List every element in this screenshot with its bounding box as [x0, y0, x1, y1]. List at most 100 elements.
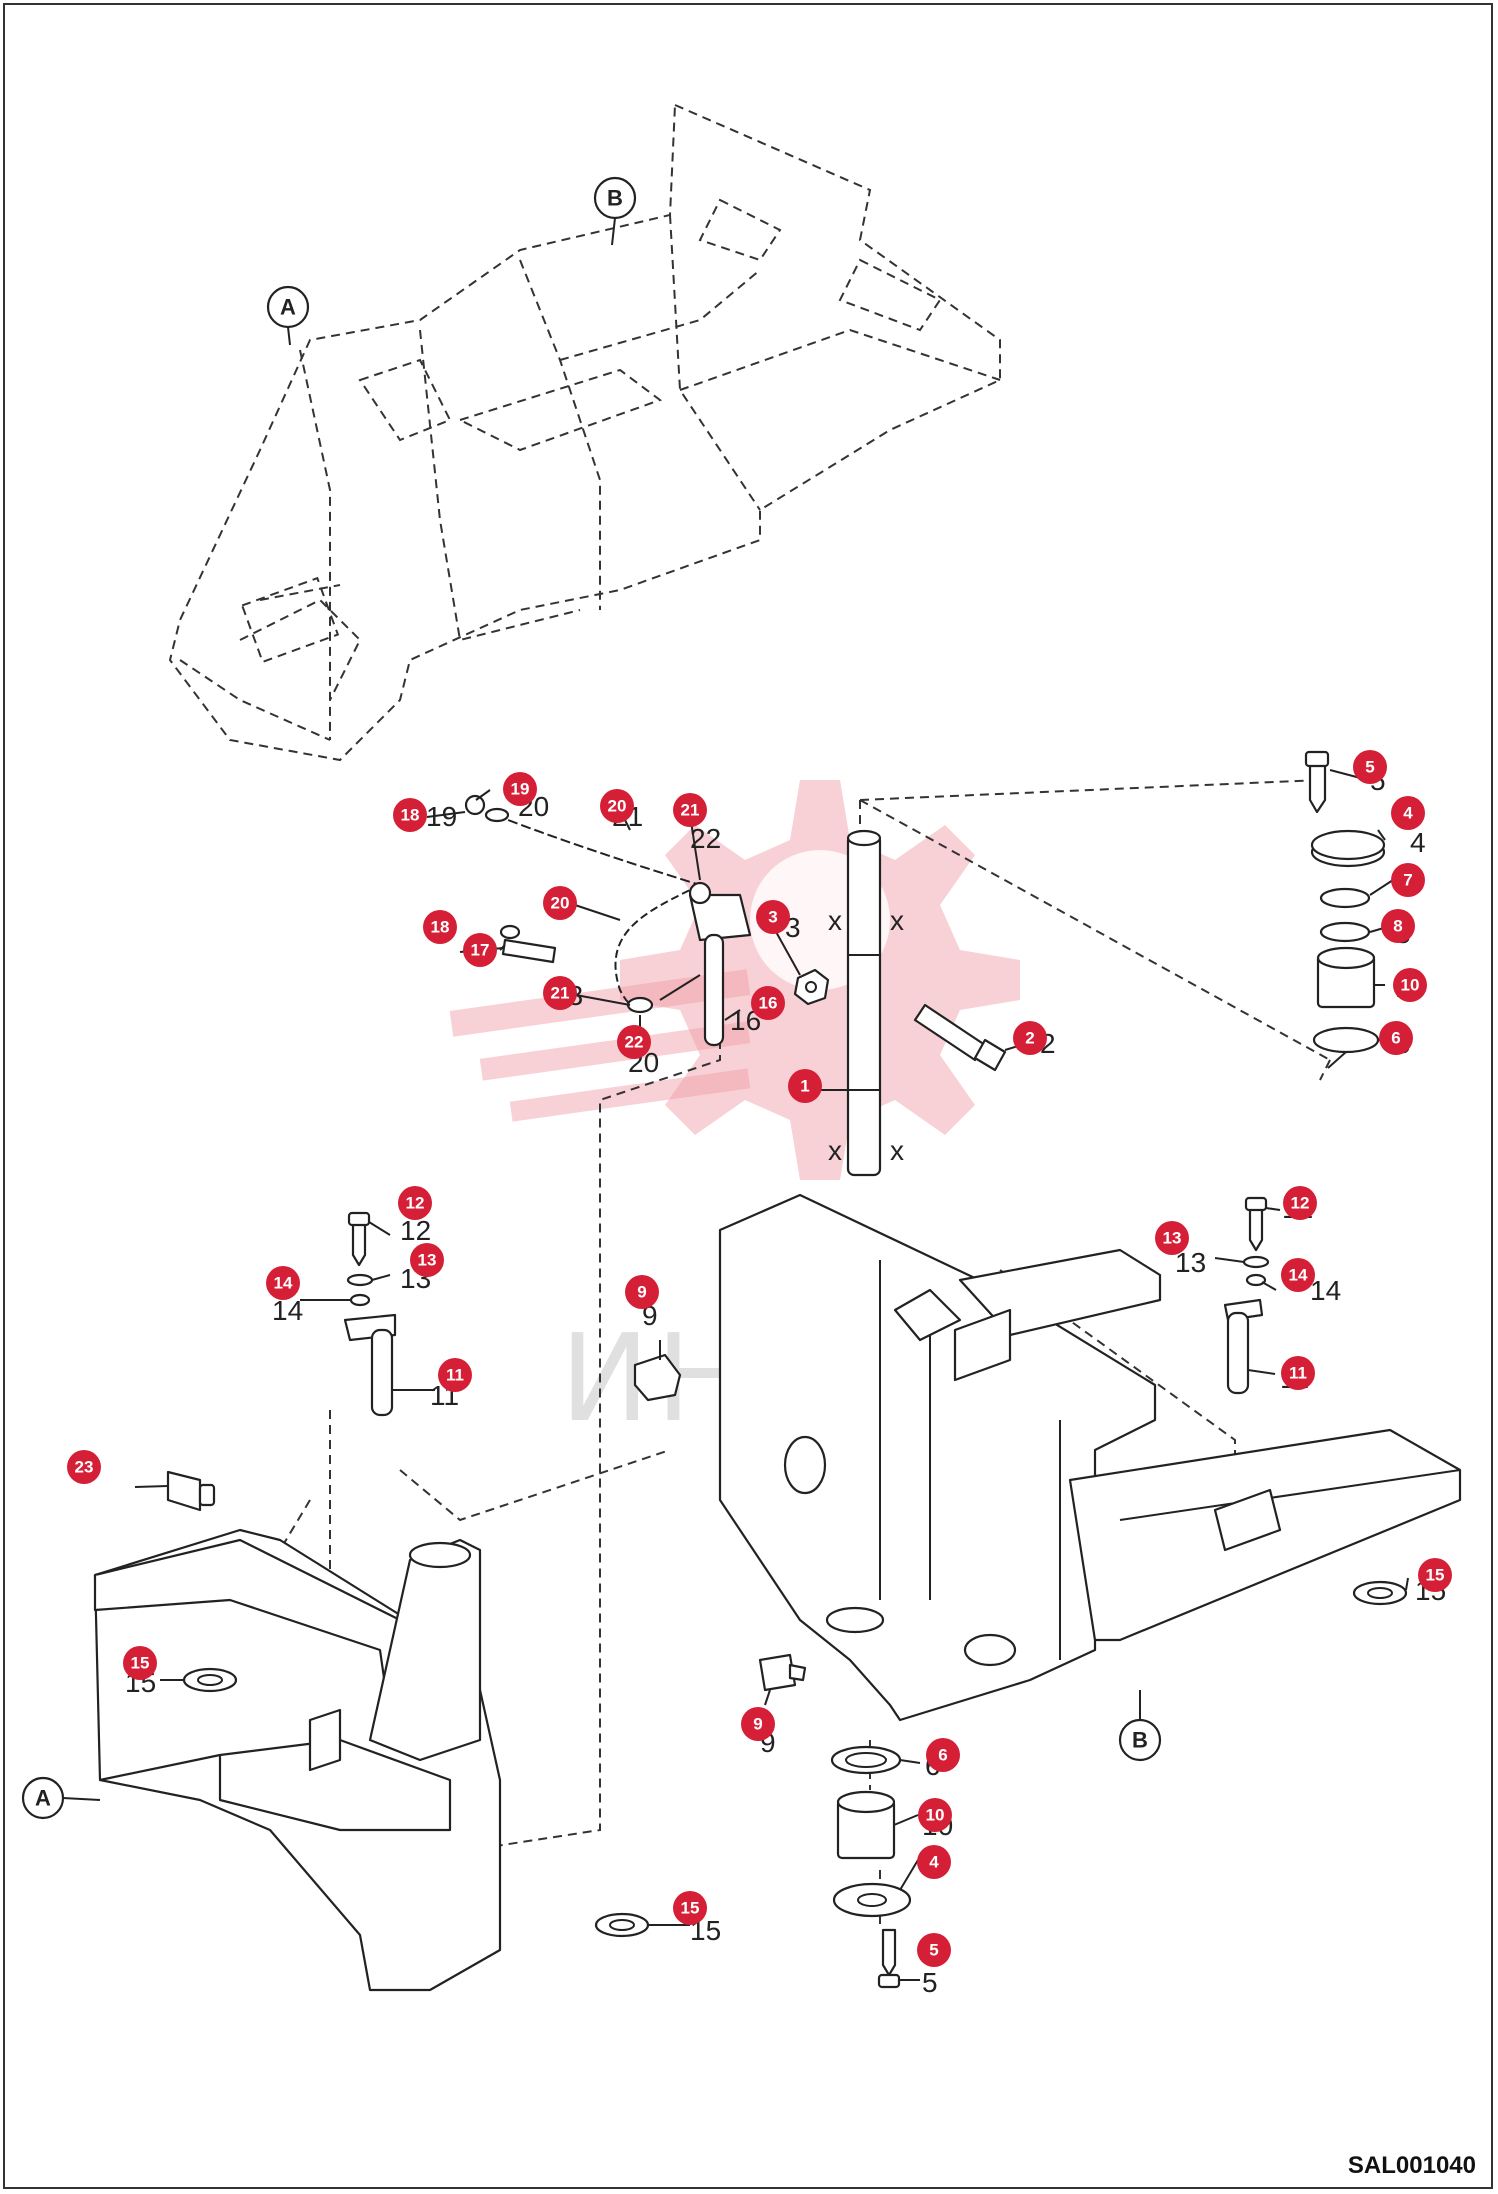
callout-4-lower: 4 — [917, 1845, 951, 1879]
svg-text:18: 18 — [401, 806, 420, 825]
svg-text:23: 23 — [75, 1458, 94, 1477]
callout-3: 3 — [756, 900, 790, 934]
callout-22: 22 — [617, 1025, 651, 1059]
callout-15-left: 15 — [123, 1646, 157, 1680]
svg-text:12: 12 — [1291, 1194, 1310, 1213]
fit-mark: x — [828, 905, 842, 936]
callout-11-right: 11 — [1281, 1356, 1315, 1390]
fitting-23 — [166, 1470, 216, 1512]
callout-15-bottom: 15 — [673, 1891, 707, 1925]
svg-text:12: 12 — [406, 1194, 425, 1213]
svg-text:8: 8 — [1393, 917, 1402, 936]
svg-text:3: 3 — [768, 908, 777, 927]
svg-text:20: 20 — [608, 797, 627, 816]
callout-10-upper: 10 — [1393, 968, 1427, 1002]
callout-10-lower: 10 — [918, 1798, 952, 1832]
leader-lines — [134, 769, 1409, 1981]
callout-7: 7 — [1391, 863, 1425, 897]
svg-text:14: 14 — [272, 1295, 303, 1326]
fit-mark: x — [828, 1135, 842, 1166]
svg-text:7: 7 — [1403, 871, 1412, 890]
svg-text:6: 6 — [1391, 1029, 1400, 1048]
svg-text:14: 14 — [1310, 1275, 1341, 1306]
washer-15-right — [1352, 1580, 1408, 1606]
svg-text:22: 22 — [625, 1033, 644, 1052]
callout-12-right: 12 — [1283, 1186, 1317, 1220]
kingpin-shaft: x x x x — [828, 829, 904, 1177]
front-frame-section — [93, 1528, 502, 1992]
callout-badges: 1 2 3 4 4 5 5 6 6 7 8 9 9 10 10 11 11 12… — [67, 750, 1452, 1967]
callout-1: 1 — [788, 1069, 822, 1103]
svg-text:5: 5 — [922, 1967, 938, 1998]
rear-frame-section — [718, 1193, 1462, 1722]
callout-19: 19 — [503, 772, 537, 806]
svg-text:2: 2 — [1025, 1029, 1034, 1048]
watermark-gear-logo — [449, 780, 1020, 1180]
svg-text:1: 1 — [800, 1077, 809, 1096]
svg-text:B: B — [1132, 1728, 1148, 1753]
svg-text:6: 6 — [938, 1746, 947, 1765]
svg-text:15: 15 — [681, 1899, 700, 1918]
washer-15-bottom — [594, 1912, 650, 1938]
svg-text:13: 13 — [1163, 1229, 1182, 1248]
svg-text:19: 19 — [511, 780, 530, 799]
nut-3 — [793, 968, 830, 1006]
svg-text:A: A — [35, 1786, 51, 1811]
callout-20-upper: 20 — [600, 789, 634, 823]
callout-2: 2 — [1013, 1021, 1047, 1055]
svg-text:10: 10 — [926, 1806, 945, 1825]
svg-text:22: 22 — [690, 823, 721, 854]
grease-fitting-9-upper — [633, 1353, 682, 1402]
svg-text:11: 11 — [446, 1366, 464, 1385]
washer-15-left — [182, 1667, 238, 1693]
svg-text:4: 4 — [929, 1853, 939, 1872]
callout-16: 16 — [751, 986, 785, 1020]
svg-text:20: 20 — [551, 894, 570, 913]
callout-6-lower: 6 — [926, 1738, 960, 1772]
right-pin-stack — [1223, 1196, 1270, 1395]
svg-text:19: 19 — [426, 801, 457, 832]
bolt-2 — [913, 1003, 1007, 1072]
svg-text:13: 13 — [418, 1251, 437, 1270]
callout-18-lower: 18 — [423, 910, 457, 944]
callout-20-lower: 20 — [543, 886, 577, 920]
callout-6-upper: 6 — [1379, 1021, 1413, 1055]
svg-text:5: 5 — [929, 1941, 938, 1960]
callout-15-right: 15 — [1418, 1558, 1452, 1592]
callout-12-left: 12 — [398, 1186, 432, 1220]
svg-text:17: 17 — [471, 941, 490, 960]
view-ref-b-top: B — [593, 176, 637, 220]
drawing-code: SAL001040 — [1347, 2152, 1476, 2179]
callout-14-right: 14 — [1281, 1258, 1315, 1292]
svg-text:21: 21 — [681, 801, 700, 820]
svg-text:4: 4 — [1410, 827, 1426, 858]
callout-8: 8 — [1381, 909, 1415, 943]
view-ref-b-bottom: B — [1118, 1718, 1162, 1762]
lower-bearing-stack — [830, 1745, 912, 1989]
svg-text:5: 5 — [1365, 758, 1374, 777]
grease-fitting-9-lower — [758, 1653, 807, 1692]
svg-text:10: 10 — [1401, 976, 1420, 995]
svg-text:14: 14 — [1289, 1266, 1308, 1285]
callout-21-upper: 21 — [673, 793, 707, 827]
callout-18-upper: 18 — [393, 798, 427, 832]
svg-text:21: 21 — [551, 984, 570, 1003]
svg-text:11: 11 — [1289, 1364, 1307, 1383]
callout-9-lower: 9 — [741, 1707, 775, 1741]
callout-5-lower: 5 — [917, 1933, 951, 1967]
callout-13-left: 13 — [410, 1243, 444, 1277]
callout-9-upper: 9 — [625, 1275, 659, 1309]
view-ref-a-top: A — [266, 285, 310, 329]
svg-text:4: 4 — [1403, 804, 1413, 823]
svg-text:12: 12 — [400, 1215, 431, 1246]
callout-21-lower: 21 — [543, 976, 577, 1010]
svg-text:B: B — [607, 186, 623, 211]
svg-text:A: A — [280, 295, 296, 320]
lock-pin-chain-assembly — [464, 794, 752, 1047]
view-ref-a-bottom: A — [21, 1776, 65, 1820]
callout-5-upper: 5 — [1353, 750, 1387, 784]
callout-14-left: 14 — [266, 1266, 300, 1300]
svg-text:15: 15 — [1426, 1566, 1445, 1585]
left-pin-stack — [343, 1211, 397, 1417]
